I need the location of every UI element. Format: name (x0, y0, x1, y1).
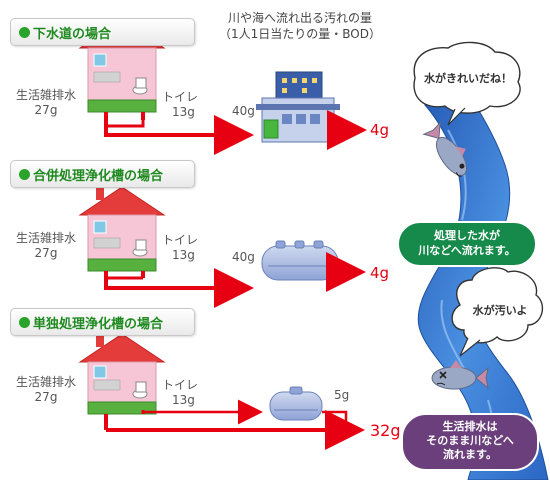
toilet-label-text: トイレ (162, 233, 199, 247)
section-1-input-label: 40g (232, 104, 255, 118)
bullet-icon (19, 168, 30, 180)
treated-callout-line1: 処理した水が (434, 229, 500, 242)
section-3-output-label: 32g (370, 421, 401, 440)
section-1-output-label: 4g (370, 121, 390, 139)
single-septic-tank-icon (269, 386, 323, 421)
diagram-title-line2: （1人1日当たりの量・BOD） (219, 27, 381, 41)
toilet-label-text: トイレ (162, 90, 199, 104)
section-3-header: 単独処理浄化槽の場合 (10, 308, 195, 336)
combined-septic-tank-icon (261, 240, 339, 281)
flow-arrow-1-toilet (106, 120, 145, 128)
section-2-header: 合併処理浄化槽の場合 (10, 160, 195, 188)
treated-water-callout: 処理した水が 川などへ流れます。 (398, 228, 536, 258)
misc-label-text: 生活雑排水 (15, 231, 76, 245)
raw-callout-line2: そのまま川などへ (426, 434, 514, 447)
treated-callout-line2: 川などへ流れます。 (418, 244, 516, 257)
section-1-misc-label: 生活雑排水 27g (14, 88, 78, 118)
dirty-water-bubble-text: 水が汚いよ (472, 304, 528, 317)
misc-label-value: 27g (34, 246, 58, 260)
flow-arrow-1-in (104, 115, 254, 155)
raw-callout-line3: 流れます。 (443, 448, 497, 461)
section-3-misc-label: 生活雑排水 27g (14, 375, 78, 405)
section-2-misc-label: 生活雑排水 27g (14, 231, 78, 261)
clean-water-bubble-text: 水がきれいだね！ (424, 72, 512, 85)
treated-water-callout-shape (397, 221, 537, 267)
section-2-output-label: 4g (370, 264, 390, 282)
section-3-title: 単独処理浄化槽の場合 (33, 316, 164, 332)
section-2-title: 合併処理浄化槽の場合 (33, 168, 164, 184)
section-1-title: 下水道の場合 (33, 26, 112, 42)
raw-water-callout: 生活排水は そのまま川などへ 流れます。 (402, 420, 538, 462)
section-1-toilet-label: トイレ 13g (162, 90, 198, 120)
bullet-icon (19, 26, 30, 38)
section-1-header: 下水道の場合 (10, 18, 195, 46)
flow-arrow-3-tank-out (322, 410, 348, 430)
sick-fish-icon (431, 360, 489, 390)
misc-label-text: 生活雑排水 (15, 88, 76, 102)
diagram-title: 川や海へ流れ出る汚れの量 （1人1日当たりの量・BOD） (200, 10, 400, 42)
house-3 (78, 333, 166, 430)
diagram-title-line1: 川や海へ流れ出る汚れの量 (227, 11, 372, 25)
section-3-toilet-label: トイレ 13g (162, 378, 198, 408)
happy-fish-icon (422, 121, 468, 177)
raw-water-callout-shape (401, 413, 539, 471)
section-3-tank-output-label: 5g (334, 388, 350, 402)
dirty-water-bubble (451, 267, 544, 357)
misc-label-value: 27g (34, 103, 58, 117)
section-2-toilet-label: トイレ 13g (162, 233, 198, 263)
flow-arrow-3-toilet (141, 399, 263, 425)
raw-callout-line1: 生活排水は (442, 420, 498, 433)
misc-label-text: 生活雑排水 (15, 375, 76, 389)
section-2-input-label: 40g (232, 250, 255, 264)
treatment-plant-icon (256, 71, 340, 143)
clean-water-bubble (413, 41, 521, 126)
toilet-label-value: 13g (172, 393, 195, 407)
toilet-label-value: 13g (172, 248, 195, 262)
toilet-label-value: 13g (172, 105, 195, 119)
bullet-icon (19, 316, 30, 328)
toilet-label-text: トイレ (162, 378, 199, 392)
misc-label-value: 27g (34, 390, 58, 404)
house-2 (78, 186, 166, 283)
flow-arrow-2-in (104, 268, 254, 308)
